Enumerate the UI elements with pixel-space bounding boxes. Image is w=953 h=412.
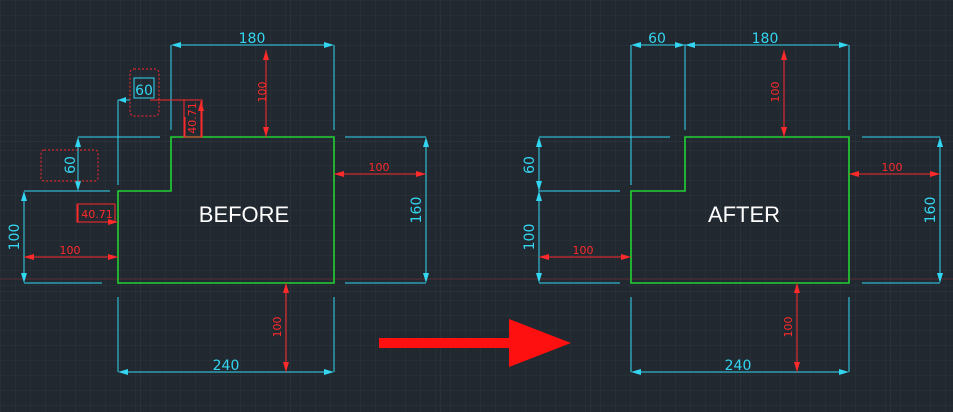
before-offset-x-label: 40.71 — [81, 208, 113, 221]
before-notch-height-revision-box — [40, 149, 99, 182]
before-drawing: 180 60 60 40.71 40.71 100 100 100 100 16… — [7, 31, 429, 375]
after-red-dimension-lines — [539, 50, 940, 372]
before-bottom-width-label: 240 — [213, 358, 240, 374]
before-top-gap-label: 100 — [256, 82, 269, 103]
after-notch-height-label: 60 — [522, 156, 538, 174]
before-title: BEFORE — [199, 202, 289, 227]
after-top-width-label: 180 — [752, 31, 779, 47]
after-red-arrowheads — [539, 50, 940, 372]
after-outline — [630, 136, 850, 284]
after-right-height-label: 160 — [923, 197, 939, 224]
after-arrowheads — [536, 42, 943, 375]
after-drawing: 60 180 100 60 100 100 100 160 100 240 AF… — [522, 31, 943, 375]
before-notch-height-label: 60 — [63, 156, 79, 174]
before-bottom-gap-label: 100 — [271, 317, 284, 338]
before-extension-lines — [23, 44, 427, 373]
before-left-gap-label: 100 — [60, 244, 81, 257]
before-notch-width-frame — [133, 77, 155, 99]
before-right-height-label: 160 — [409, 197, 425, 224]
after-top-gap-label: 100 — [769, 82, 782, 103]
before-offset-y-label: 40.71 — [186, 102, 199, 134]
after-left-gap-label: 100 — [573, 244, 594, 257]
after-left-height-label: 100 — [522, 224, 538, 251]
before-arrowheads — [21, 42, 429, 375]
before-outline — [117, 136, 335, 284]
before-left-height-label: 100 — [7, 224, 23, 251]
right-arrow-icon — [379, 319, 571, 367]
before-top-width-label: 180 — [239, 31, 266, 47]
before-offset-frame — [76, 203, 116, 223]
after-title: AFTER — [708, 202, 780, 227]
after-bottom-width-label: 240 — [725, 358, 752, 374]
before-notch-width-label: 60 — [135, 83, 153, 99]
after-bottom-gap-label: 100 — [782, 317, 795, 338]
before-offset-frame-vertical — [183, 99, 203, 138]
after-right-gap-label: 100 — [882, 161, 903, 174]
before-right-gap-label: 100 — [369, 161, 390, 174]
after-extension-lines — [538, 44, 941, 373]
before-red-arrowheads — [24, 50, 426, 372]
after-notch-width-label: 60 — [648, 31, 666, 47]
